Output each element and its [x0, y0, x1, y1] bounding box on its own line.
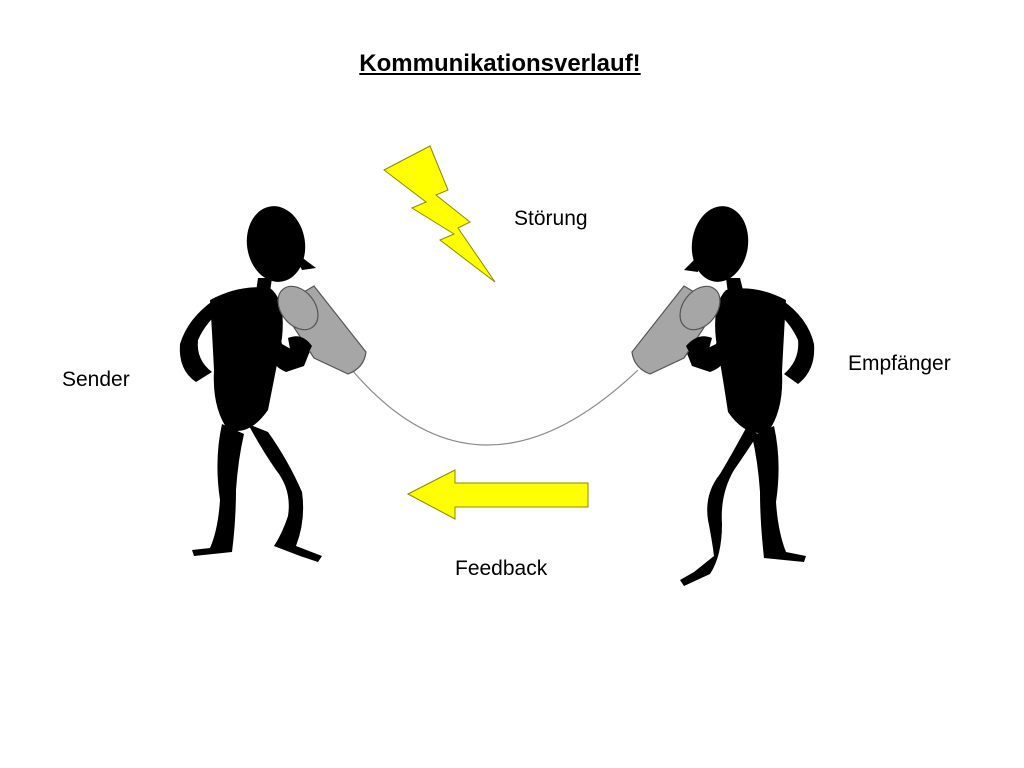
lightning-bolt-icon — [383, 145, 496, 283]
tin-can-icon — [631, 285, 721, 375]
slide-title: Kommunikationsverlauf! — [359, 50, 641, 77]
person-receiver-icon — [680, 206, 815, 586]
tin-can-icon — [277, 285, 367, 375]
person-sender-icon — [179, 206, 322, 562]
sender-label: Sender — [62, 368, 130, 391]
receiver-label: Empfänger — [848, 352, 951, 375]
receiver-hand — [686, 336, 712, 360]
noise-label: Störung — [514, 207, 588, 230]
feedback-label: Feedback — [455, 557, 548, 580]
left-arrow-icon — [406, 469, 589, 520]
string-line — [351, 369, 639, 446]
sender-hand — [288, 336, 312, 360]
